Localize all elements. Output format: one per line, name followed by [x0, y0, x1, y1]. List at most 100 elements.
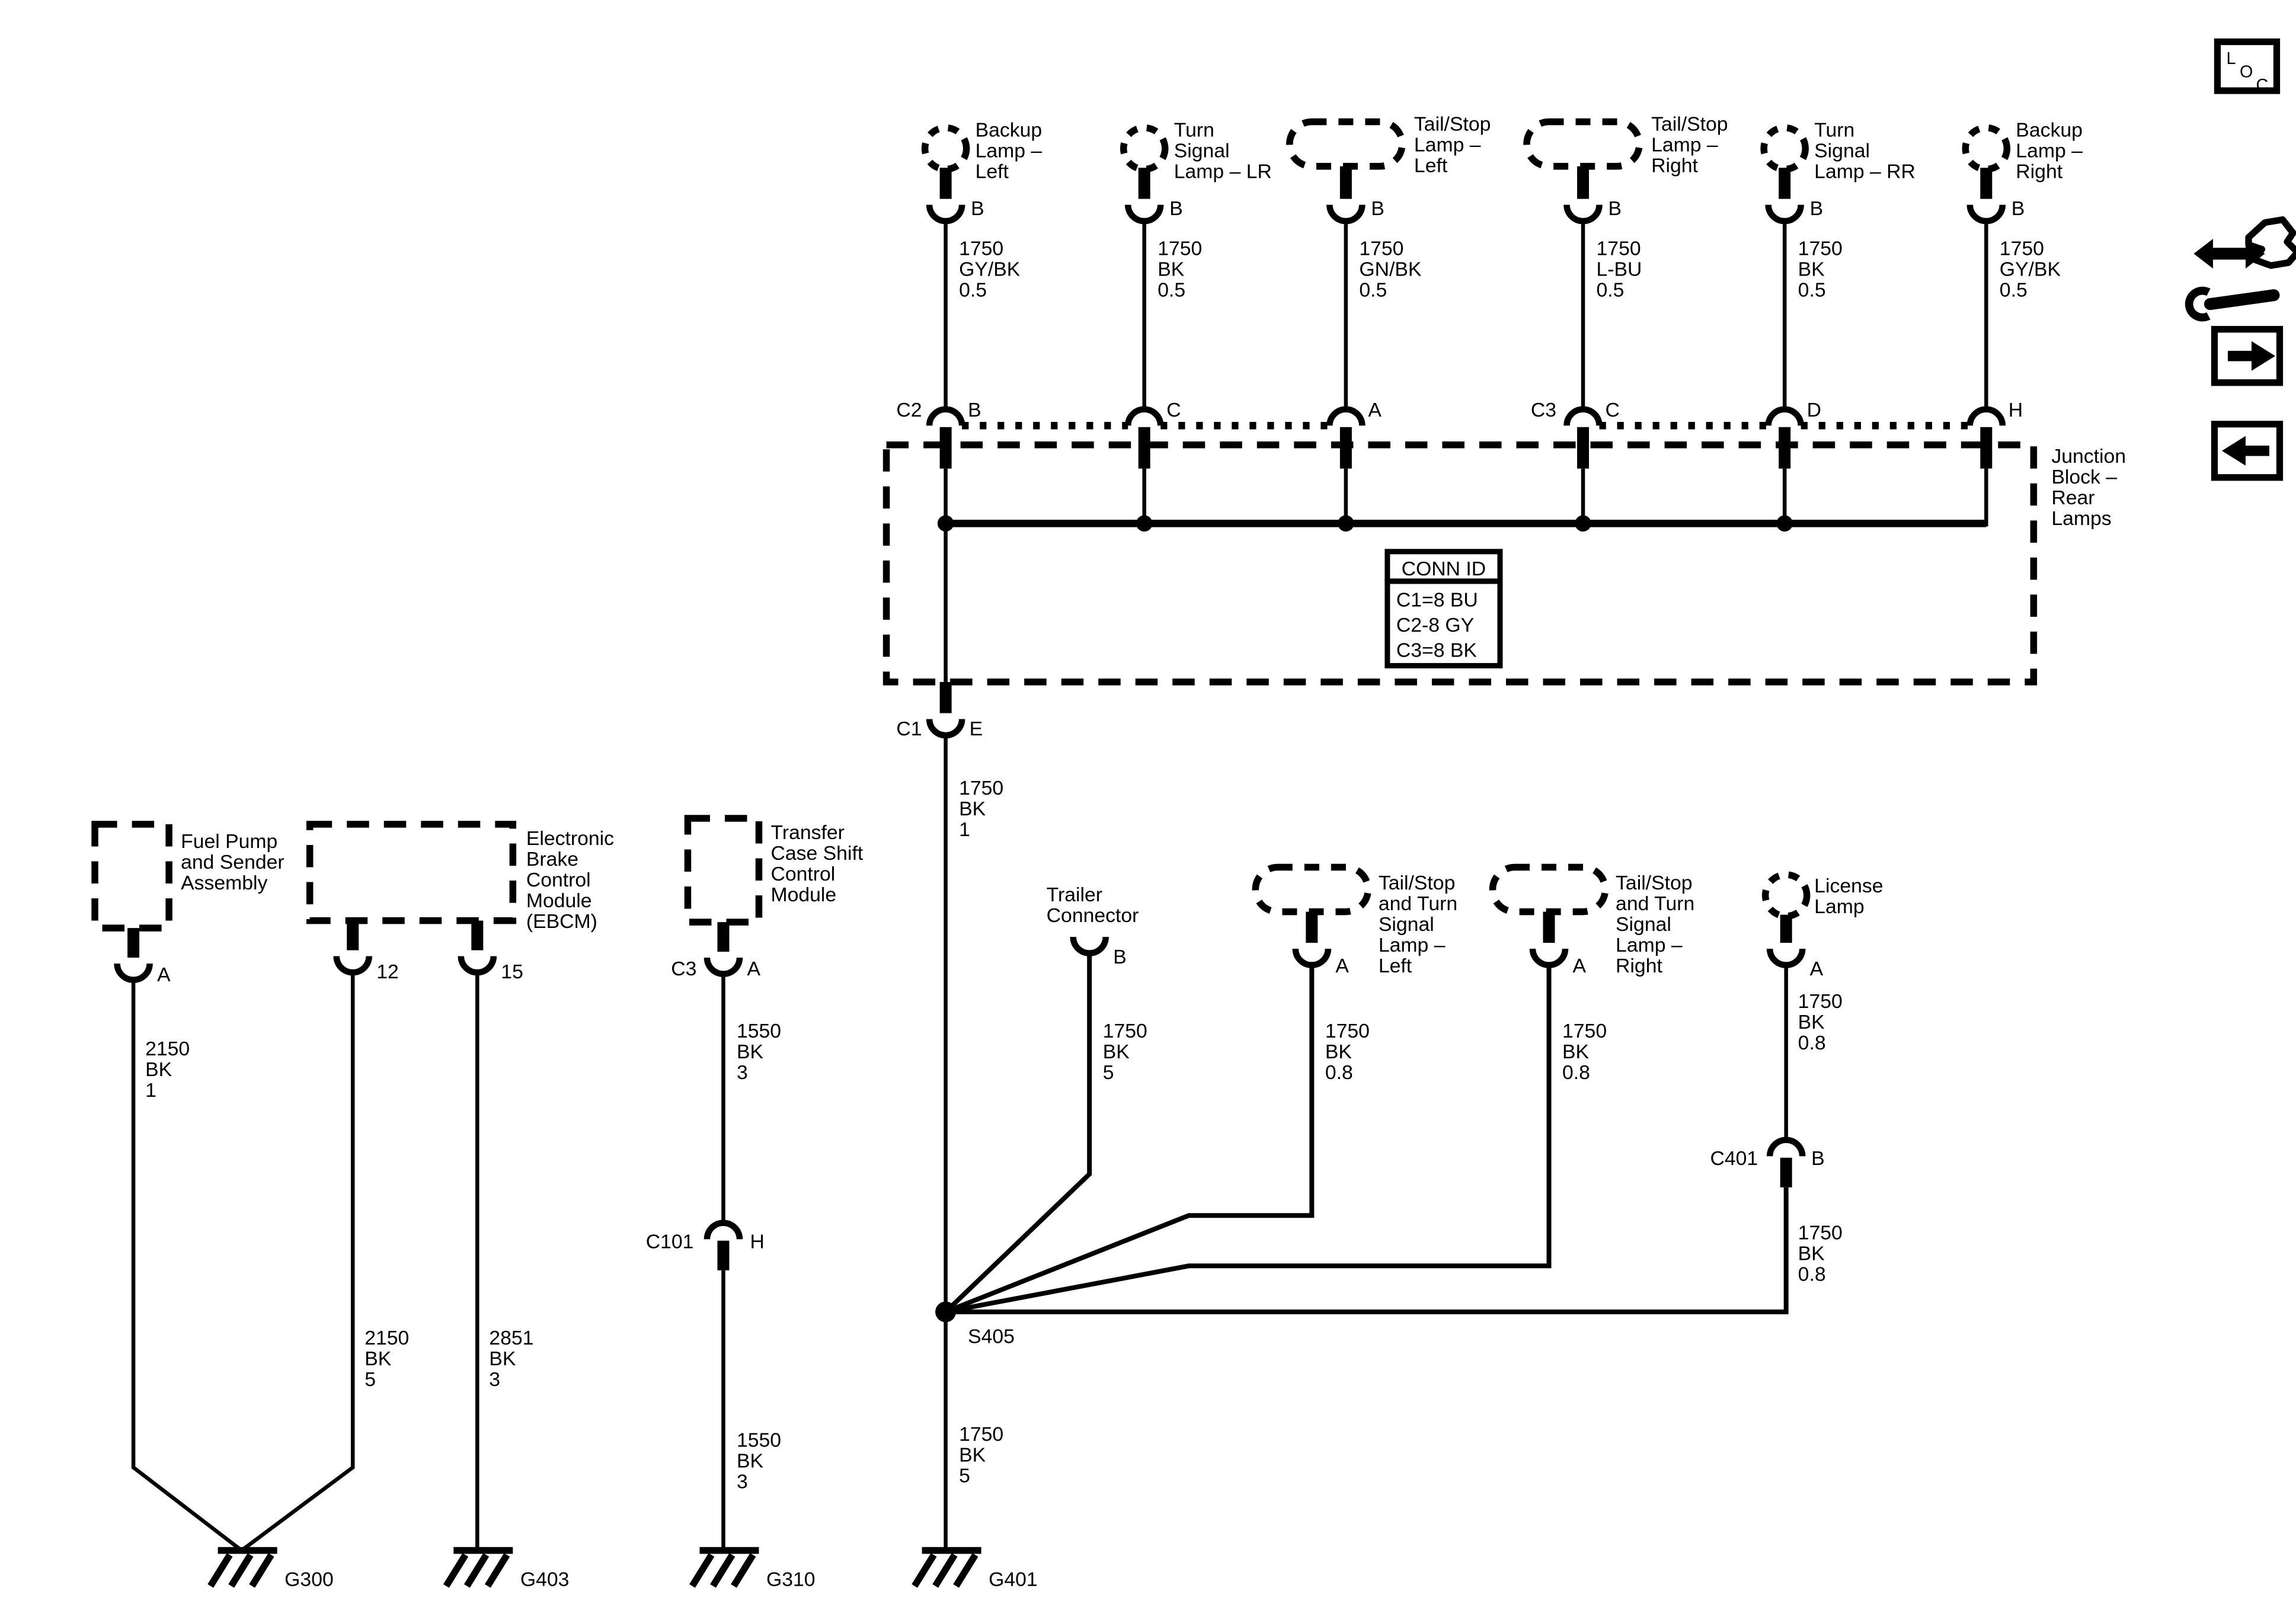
component-license-lamp: License Lamp A 1750 BK 0.8 C401 B 1750 B…: [945, 871, 1884, 1314]
pin-label: B: [1609, 197, 1622, 220]
svg-text:Lamps: Lamps: [2051, 507, 2111, 530]
svg-text:Control: Control: [771, 863, 836, 885]
back-arrow-button[interactable]: [2211, 421, 2284, 481]
svg-text:Signal: Signal: [1616, 913, 1671, 936]
ground-icon: [207, 1547, 277, 1588]
svg-text:BK: BK: [1798, 258, 1825, 281]
svg-text:5: 5: [364, 1368, 376, 1391]
svg-text:Left: Left: [1414, 155, 1448, 177]
svg-text:Signal: Signal: [1174, 140, 1230, 162]
svg-text:Lamp – LR: Lamp – LR: [1174, 161, 1272, 183]
svg-text:Turn: Turn: [1814, 119, 1854, 142]
svg-text:Backup: Backup: [2016, 119, 2083, 142]
svg-text:Lamp –: Lamp –: [976, 140, 1043, 162]
svg-text:1550: 1550: [737, 1429, 781, 1451]
svg-text:1750: 1750: [1798, 1221, 1843, 1244]
svg-text:1750: 1750: [959, 777, 1003, 799]
svg-text:BK: BK: [1103, 1041, 1130, 1063]
wire-label: 1750: [959, 238, 1003, 260]
ground-icon: [443, 1547, 513, 1588]
svg-text:0.5: 0.5: [1157, 279, 1185, 302]
terminal-icon: [926, 719, 965, 739]
svg-text:0.5: 0.5: [1597, 279, 1625, 302]
svg-text:BK: BK: [1798, 1011, 1825, 1033]
component-backup-lamp-right: Backup Lamp – Right B 1750 GY/BK 0.5: [1962, 119, 2083, 409]
svg-text:Control: Control: [526, 869, 591, 891]
ground-g401: G401: [912, 1547, 1038, 1591]
svg-text:Assembly: Assembly: [181, 872, 267, 894]
next-arrow-button[interactable]: [2211, 326, 2284, 386]
svg-text:1750: 1750: [1325, 1020, 1370, 1042]
conn-id-table: CONN ID C1=8 BU C2-8 GY C3=8 BK: [1384, 549, 1503, 668]
wire-1750-bk-08-left: [945, 965, 1315, 1314]
pin-label: C: [1606, 399, 1620, 421]
component-turn-signal-lamp-rr: Turn Signal Lamp – RR B 1750 BK 0.5: [1760, 119, 1916, 409]
svg-text:1750: 1750: [1562, 1020, 1607, 1042]
inline-connector-c101: C101 H: [646, 1219, 765, 1270]
lamp-icon: [1761, 871, 1811, 920]
svg-text:BK: BK: [145, 1058, 172, 1081]
pin-label: B: [1371, 197, 1384, 220]
component-fuel-pump-sender: Fuel Pump and Sender Assembly A 2150 BK …: [91, 821, 284, 1553]
svg-text:License: License: [1814, 875, 1883, 897]
svg-text:1: 1: [959, 818, 970, 841]
svg-text:0.5: 0.5: [2000, 279, 2028, 302]
junction-block-rear-lamps: C2 B C A C3 C D H CONN ID C1=8 BU C2-8 G…: [882, 399, 2126, 740]
svg-text:1750: 1750: [1157, 238, 1202, 260]
svg-text:Lamp –: Lamp –: [1616, 934, 1683, 956]
terminal-icon: [333, 956, 372, 976]
ground-label: G403: [520, 1569, 570, 1591]
svg-text:Lamp – RR: Lamp – RR: [1814, 161, 1916, 183]
component-outline: [306, 821, 517, 924]
svg-text:BK: BK: [959, 798, 986, 820]
wire-2150-bk-1: [131, 980, 243, 1553]
svg-text:Trailer: Trailer: [1047, 884, 1102, 906]
svg-text:Lamp –: Lamp –: [1414, 134, 1481, 156]
pin-label: A: [157, 964, 171, 986]
svg-text:Right: Right: [1651, 155, 1698, 177]
wire-2150-bk-5: [240, 972, 355, 1553]
jb-pin-row: [926, 406, 2006, 469]
component-tail-stop-lamp-right: Tail/Stop Lamp – Right B 1750 L-BU 0.5: [1523, 113, 1728, 409]
part-location-icon[interactable]: [2185, 216, 2296, 322]
svg-text:BK: BK: [959, 1443, 986, 1466]
pin-label: 12: [376, 961, 399, 983]
component-turn-signal-lamp-lr: Turn Signal Lamp – LR B 1750 BK 0.5: [1120, 119, 1272, 409]
svg-text:Lamp –: Lamp –: [2016, 140, 2083, 162]
pin-label: B: [2012, 197, 2025, 220]
svg-text:Signal: Signal: [1379, 913, 1434, 936]
terminal-icon: [114, 963, 153, 983]
ground-icon: [689, 1547, 759, 1588]
svg-text:Case Shift: Case Shift: [771, 842, 864, 865]
component-ts-turn-lamp-right: A Tail/Stop and Turn Signal Lamp – Right…: [945, 863, 1694, 1314]
svg-text:Transfer: Transfer: [771, 821, 845, 844]
loc-button[interactable]: L O C: [2214, 38, 2281, 95]
svg-text:3: 3: [737, 1061, 748, 1084]
svg-text:0.8: 0.8: [1798, 1263, 1826, 1285]
svg-text:Electronic: Electronic: [526, 827, 614, 850]
lamp-icon: [1760, 124, 1809, 173]
svg-text:BK: BK: [737, 1041, 764, 1063]
svg-text:Tail/Stop: Tail/Stop: [1414, 113, 1491, 136]
ground-icon: [912, 1547, 981, 1588]
svg-text:C2-8 GY: C2-8 GY: [1396, 614, 1474, 636]
pin-label: B: [1169, 197, 1183, 220]
svg-text:Connector: Connector: [1047, 904, 1139, 927]
svg-text:BK: BK: [1325, 1041, 1352, 1063]
junction-block-outline: [882, 441, 2038, 686]
pin-label: 15: [501, 961, 523, 983]
svg-text:Module: Module: [771, 884, 837, 906]
component-trailer-connector: Trailer Connector B 1750 BK 5: [944, 884, 1147, 1314]
svg-text:0.8: 0.8: [1798, 1032, 1826, 1054]
pin-label: C: [1166, 399, 1181, 421]
pin-label: B: [971, 197, 984, 220]
component-outline: [684, 815, 763, 926]
svg-text:0.5: 0.5: [1359, 279, 1387, 302]
svg-text:Tail/Stop: Tail/Stop: [1379, 872, 1455, 894]
svg-text:Left: Left: [976, 161, 1009, 183]
connector-label-c3: C3: [1531, 399, 1556, 421]
component-ts-turn-lamp-left: A Tail/Stop and Turn Signal Lamp – Left …: [945, 863, 1457, 1314]
svg-text:Right: Right: [2016, 161, 2062, 183]
svg-text:Right: Right: [1616, 955, 1662, 977]
